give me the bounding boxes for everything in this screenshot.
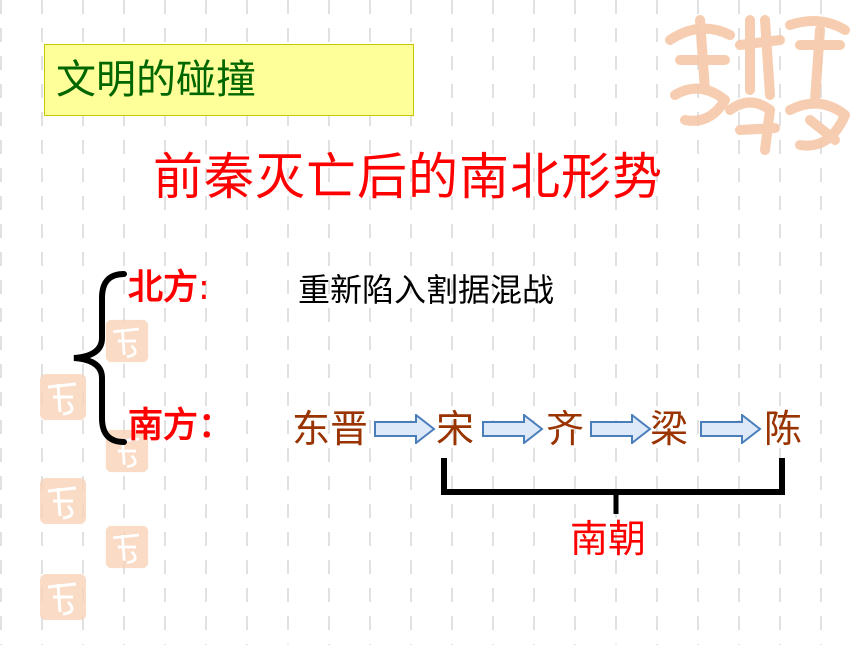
north-label-text: 北方 xyxy=(128,268,199,308)
right-arrow-icon xyxy=(590,414,652,444)
dynasty-dongjin: 东晋 xyxy=(292,407,369,451)
dynasty-liang: 梁 xyxy=(650,407,689,451)
right-arrow-icon xyxy=(374,414,436,444)
main-heading: 前秦灭亡后的南北形势 xyxy=(153,148,663,206)
title-box xyxy=(44,44,414,116)
right-arrow-icon xyxy=(482,414,544,444)
dynasty-song: 宋 xyxy=(436,407,475,451)
auspicious-seal-icon xyxy=(665,15,850,155)
left-brace-icon xyxy=(73,271,127,445)
north-label: 北方: xyxy=(128,266,210,310)
auspicious-seal-icon xyxy=(40,374,86,420)
southern-dynasties-label: 南朝 xyxy=(570,517,647,561)
auspicious-seal-icon xyxy=(105,525,149,569)
slide-title: 文明的碰撞 xyxy=(56,57,256,103)
south-colon: ： xyxy=(198,406,234,446)
south-label: 南方： xyxy=(128,404,233,448)
north-colon: : xyxy=(198,268,210,308)
auspicious-seal-icon xyxy=(40,478,86,524)
south-label-text: 南方 xyxy=(128,406,199,446)
bracket-icon xyxy=(441,458,785,514)
auspicious-seal-icon xyxy=(105,319,149,363)
dynasty-qi: 齐 xyxy=(546,407,585,451)
auspicious-seal-icon xyxy=(40,574,86,620)
north-description: 重新陷入割据混战 xyxy=(298,271,555,309)
dynasty-chen: 陈 xyxy=(764,407,803,451)
right-arrow-icon xyxy=(700,414,762,444)
